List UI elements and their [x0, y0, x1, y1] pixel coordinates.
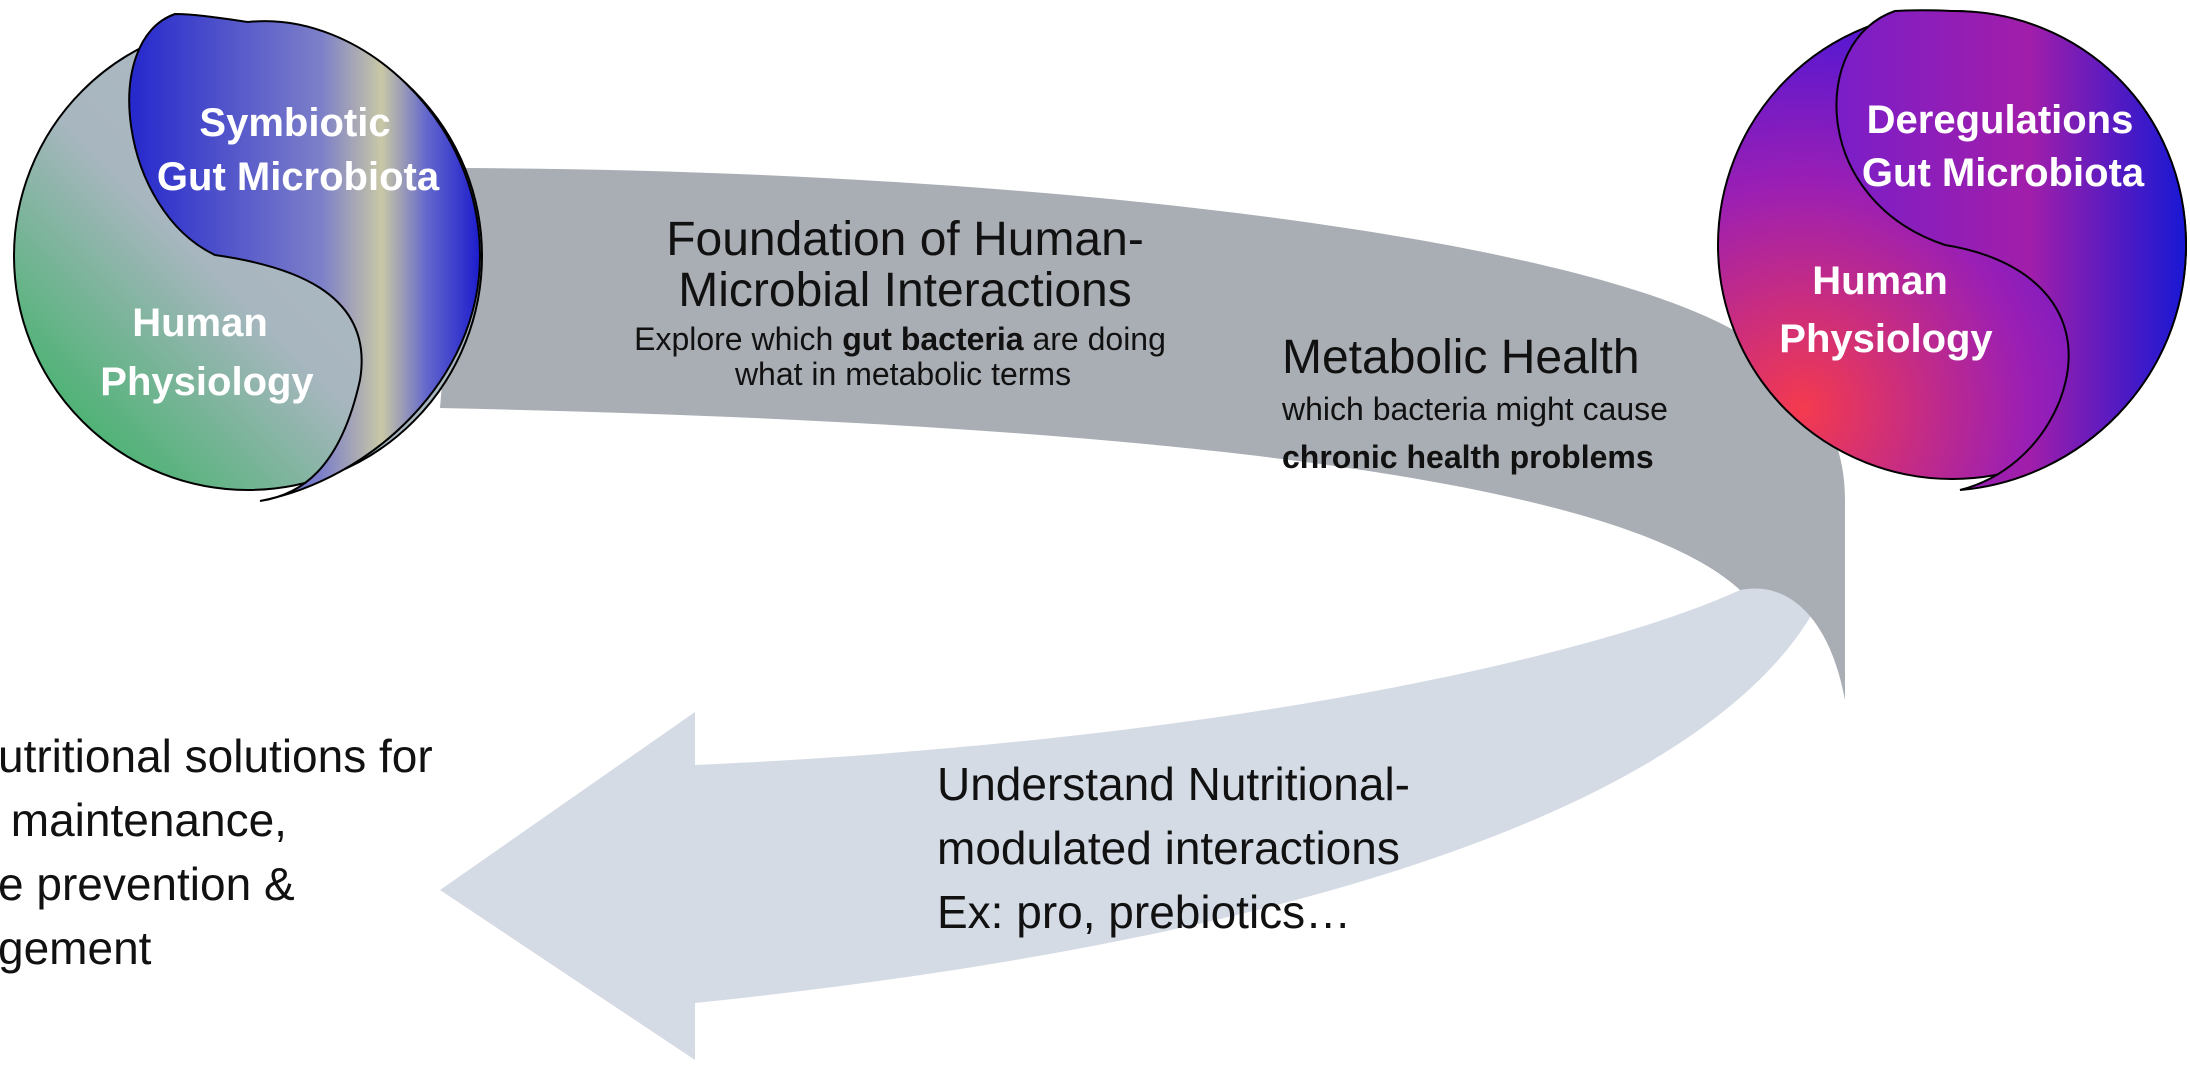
- left-circle-bottom-label-2: Physiology: [100, 360, 314, 404]
- foundation-title-2: Microbial Interactions: [678, 264, 1132, 317]
- right-circle-bottom-label-1: Human: [1812, 259, 1948, 303]
- nutritional-line-1: Understand Nutritional-: [937, 758, 1410, 810]
- right-circle-top-half: [1835, 9, 2188, 491]
- foundation-title-1: Foundation of Human-: [666, 213, 1144, 266]
- metabolic-line-1: which bacteria might cause: [1281, 391, 1668, 427]
- forward-band: [440, 168, 1845, 700]
- solutions-line-4: gement: [0, 922, 152, 974]
- right-circle: [1717, 9, 2188, 491]
- nutritional-line-2: modulated interactions: [937, 822, 1400, 874]
- right-circle-top-label-1: Deregulations: [1867, 98, 2134, 142]
- left-circle-top-half: [128, 12, 482, 502]
- solutions-line-3: e prevention &: [0, 858, 295, 910]
- solutions-line-1: utritional solutions for: [0, 730, 433, 782]
- return-arrow: [440, 500, 1845, 1060]
- left-circle-top-label-1: Symbiotic: [199, 101, 390, 145]
- right-circle-top-label-2: Gut Microbiota: [1862, 151, 2145, 195]
- left-circle-top-label-2: Gut Microbiota: [157, 155, 440, 199]
- nutritional-line-3: Ex: pro, prebiotics…: [937, 886, 1351, 938]
- metabolic-title: Metabolic Health: [1282, 331, 1640, 384]
- right-circle-bottom-label-2: Physiology: [1779, 317, 1993, 361]
- left-circle: [13, 12, 483, 502]
- metabolic-line-2: chronic health problems: [1282, 439, 1654, 475]
- solutions-line-2: maintenance,: [0, 794, 287, 846]
- foundation-desc-2: what in metabolic terms: [734, 356, 1071, 392]
- left-circle-bottom-label-1: Human: [132, 301, 268, 345]
- foundation-desc-1: Explore which gut bacteria are doing: [634, 321, 1166, 357]
